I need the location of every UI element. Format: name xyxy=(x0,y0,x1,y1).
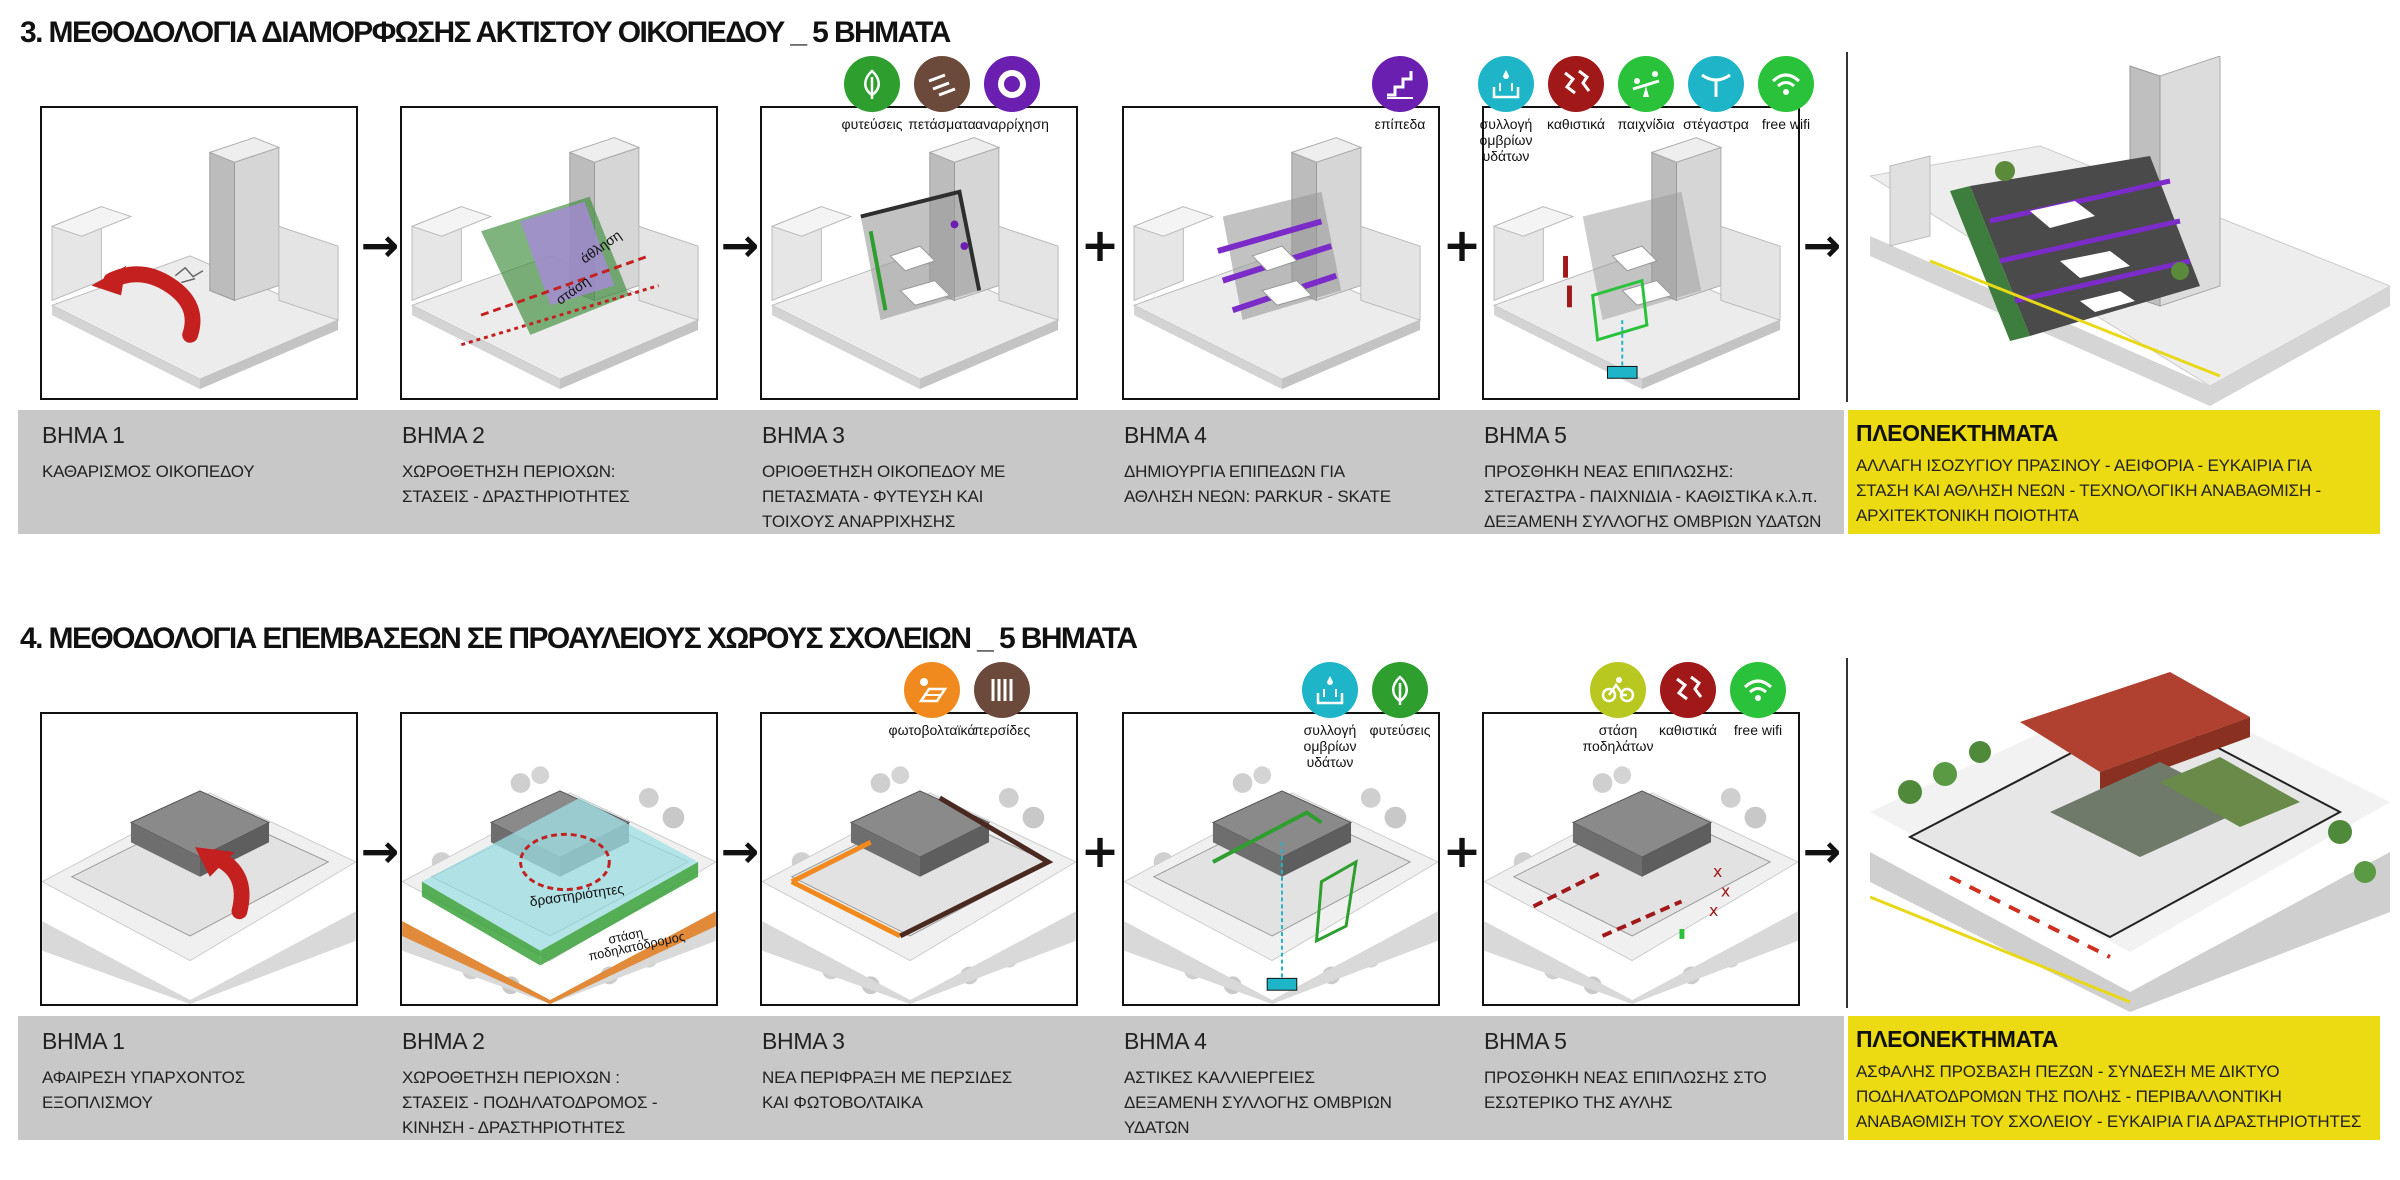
icon-item-bike-stop: στάση ποδηλάτων xyxy=(1583,662,1654,754)
section-1-step-3-icons: φυτεύσεις πετάσματα αναρρίχηση xyxy=(840,56,1049,132)
arrow-operator: → xyxy=(360,824,400,878)
section-2-step-5: ΒΗΜΑ 5 ΠΡΟΣΘΗΚΗ ΝΕΑΣ ΕΠΙΠΛΩΣΗΣ ΣΤΟ ΕΣΩΤΕ… xyxy=(1484,1028,1767,1112)
icon-item-wifi: free wifi xyxy=(1754,56,1818,164)
icon-item-plantings: φυτεύσεις xyxy=(840,56,904,132)
section-1-step-4-diagram xyxy=(1122,106,1440,400)
svg-text:x: x xyxy=(1709,901,1718,920)
icon-item-screens: πετάσματα xyxy=(908,56,976,132)
section-2-steps-band xyxy=(18,1016,1844,1140)
section-1-step-3: ΒΗΜΑ 3 ΟΡΙΟΘΕΤΗΣΗ ΟΙΚΟΠΕΔΟΥ ΜΕ ΠΕΤΑΣΜΑΤΑ… xyxy=(762,422,1006,531)
plus-operator: + xyxy=(1080,218,1120,272)
section-2-step-2-diagram: δραστηριότητες στάση ποδηλατόδρομος xyxy=(400,712,718,1006)
section-1-step-4-icons: επίπεδα xyxy=(1368,56,1432,132)
icon-item-blinds: περσίδες xyxy=(970,662,1034,738)
section-2-step-1-diagram xyxy=(40,712,358,1006)
arrow-operator: → xyxy=(720,824,760,878)
section-1-divider xyxy=(1846,52,1848,402)
section-1-step-2: ΒΗΜΑ 2 ΧΩΡΟΘΕΤΗΣΗ ΠΕΡΙΟΧΩΝ: ΣΤΑΣΕΙΣ - ΔΡ… xyxy=(402,422,630,506)
section-2-step-5-diagram: x x x xyxy=(1482,712,1800,1006)
section-1-steps-band xyxy=(18,410,1844,534)
icon-item-play: παιχνίδια xyxy=(1614,56,1678,164)
blinds-icon xyxy=(974,662,1030,718)
section-2-title: 4. ΜΕΘΟΔΟΛΟΓΙΑ ΕΠΕΜΒΑΣΕΩΝ ΣΕ ΠΡΟΑΥΛΕΙΟΥΣ… xyxy=(20,622,1138,655)
plus-operator: + xyxy=(1080,824,1120,878)
rain-collection-icon xyxy=(1302,662,1358,718)
section-1-step-2-diagram: άθληση στάση xyxy=(400,106,718,400)
svg-text:x: x xyxy=(1713,862,1722,881)
section-1: 3. ΜΕΘΟΔΟΛΟΓΙΑ ΔΙΑΜΟΡΦΩΣΗΣ ΑΚΤΙΣΤΟΥ ΟΙΚΟ… xyxy=(0,0,2400,580)
section-1-step-4: ΒΗΜΑ 4 ΔΗΜΙΟΥΡΓΙΑ ΕΠΙΠΕΔΩΝ ΓΙΑ ΑΘΛΗΣΗ ΝΕ… xyxy=(1124,422,1391,506)
bicycle-icon xyxy=(1590,662,1646,718)
svg-text:x: x xyxy=(1721,881,1730,900)
icon-item-plantings: φυτεύσεις xyxy=(1368,662,1432,770)
section-1-final-render xyxy=(1870,56,2390,406)
section-2-step-4-diagram xyxy=(1122,712,1440,1006)
wifi-icon xyxy=(1758,56,1814,112)
arrow-operator: → xyxy=(1802,824,1842,878)
icon-item-solar: φωτοβολταϊκά xyxy=(889,662,975,738)
section-2-advantages: ΠΛΕΟΝΕΚΤΗΜΑΤΑ ΑΣΦΑΛΗΣ ΠΡΟΣΒΑΣΗ ΠΕΖΩΝ - Σ… xyxy=(1856,1026,2362,1131)
section-2-step-4-icons: συλλογή ομβρίων υδάτων φυτεύσεις xyxy=(1298,662,1432,770)
section-1-step-1: ΒΗΜΑ 1 ΚΑΘΑΡΙΣΜΟΣ ΟΙΚΟΠΕΔΟΥ xyxy=(42,422,255,481)
leaf-icon xyxy=(844,56,900,112)
section-1-advantages-band xyxy=(1848,410,2380,534)
section-2-advantages-band xyxy=(1848,1016,2380,1140)
icon-item-wifi: free wifi xyxy=(1726,662,1790,754)
plus-operator: + xyxy=(1442,218,1482,272)
arrow-operator: → xyxy=(1802,218,1842,272)
section-2-step-3-icons: φωτοβολταϊκά περσίδες xyxy=(889,662,1034,738)
climbing-hold-icon xyxy=(984,56,1040,112)
stairs-icon xyxy=(1372,56,1428,112)
leaf-icon xyxy=(1372,662,1428,718)
icon-item-seating: καθιστικά xyxy=(1544,56,1608,164)
section-2-step-2: ΒΗΜΑ 2 ΧΩΡΟΘΕΤΗΣΗ ΠΕΡΙΟΧΩΝ : ΣΤΑΣΕΙΣ - Π… xyxy=(402,1028,658,1137)
arrow-operator: → xyxy=(720,218,760,272)
stripes-icon xyxy=(914,56,970,112)
section-1-step-5-icons: συλλογή ομβρίων υδάτων καθιστικά παιχνίδ… xyxy=(1474,56,1818,164)
stasi-label: στάση xyxy=(607,925,645,947)
section-2: 4. ΜΕΘΟΔΟΛΟΓΙΑ ΕΠΕΜΒΑΣΕΩΝ ΣΕ ΠΡΟΑΥΛΕΙΟΥΣ… xyxy=(0,606,2400,1180)
rain-collection-icon xyxy=(1478,56,1534,112)
section-2-step-5-icons: στάση ποδηλάτων καθιστικά free wifi xyxy=(1583,662,1790,754)
section-1-step-1-diagram xyxy=(40,106,358,400)
seating-icon xyxy=(1548,56,1604,112)
icon-item-levels: επίπεδα xyxy=(1368,56,1432,132)
section-1-step-5-diagram xyxy=(1482,106,1800,400)
section-2-step-4: ΒΗΜΑ 4 ΑΣΤΙΚΕΣ ΚΑΛΛΙΕΡΓΕΙΕΣ ΔΕΞΑΜΕΝΗ ΣΥΛ… xyxy=(1124,1028,1392,1137)
icon-item-seating: καθιστικά xyxy=(1656,662,1720,754)
canopy-icon xyxy=(1688,56,1744,112)
section-1-title: 3. ΜΕΘΟΔΟΛΟΓΙΑ ΔΙΑΜΟΡΦΩΣΗΣ ΑΚΤΙΣΤΟΥ ΟΙΚΟ… xyxy=(20,16,951,49)
plus-operator: + xyxy=(1442,824,1482,878)
icon-item-climbing: αναρρίχηση xyxy=(975,56,1049,132)
section-1-step-3-diagram xyxy=(760,106,1078,400)
removal-arrow-icon xyxy=(103,266,201,343)
icon-item-rainwater: συλλογή ομβρίων υδάτων xyxy=(1298,662,1362,770)
section-2-step-1: ΒΗΜΑ 1 ΑΦΑΙΡΕΣΗ ΥΠΑΡΧΟΝΤΟΣ ΕΞΟΠΛΙΣΜΟΥ xyxy=(42,1028,246,1112)
icon-item-rainwater: συλλογή ομβρίων υδάτων xyxy=(1474,56,1538,164)
section-2-step-3: ΒΗΜΑ 3 ΝΕΑ ΠΕΡΙΦΡΑΞΗ ΜΕ ΠΕΡΣΙΔΕΣ ΚΑΙ ΦΩΤ… xyxy=(762,1028,1013,1112)
solar-panel-icon xyxy=(904,662,960,718)
section-2-step-3-diagram xyxy=(760,712,1078,1006)
wifi-icon xyxy=(1730,662,1786,718)
debris-icon xyxy=(174,266,204,284)
section-2-final-render xyxy=(1870,662,2390,1012)
seating-icon xyxy=(1660,662,1716,718)
section-1-step-5: ΒΗΜΑ 5 ΠΡΟΣΘΗΚΗ ΝΕΑΣ ΕΠΙΠΛΩΣΗΣ: ΣΤΕΓΑΣΤΡ… xyxy=(1484,422,1822,531)
section-2-divider xyxy=(1846,658,1848,1008)
icon-item-canopies: στέγαστρα xyxy=(1683,56,1749,164)
arrow-operator: → xyxy=(360,218,400,272)
section-1-advantages: ΠΛΕΟΝΕΚΤΗΜΑΤΑ ΑΛΛΑΓΗ ΙΣΟΖΥΓΙΟΥ ΠΡΑΣΙΝΟΥ … xyxy=(1856,420,2322,525)
seesaw-icon xyxy=(1618,56,1674,112)
